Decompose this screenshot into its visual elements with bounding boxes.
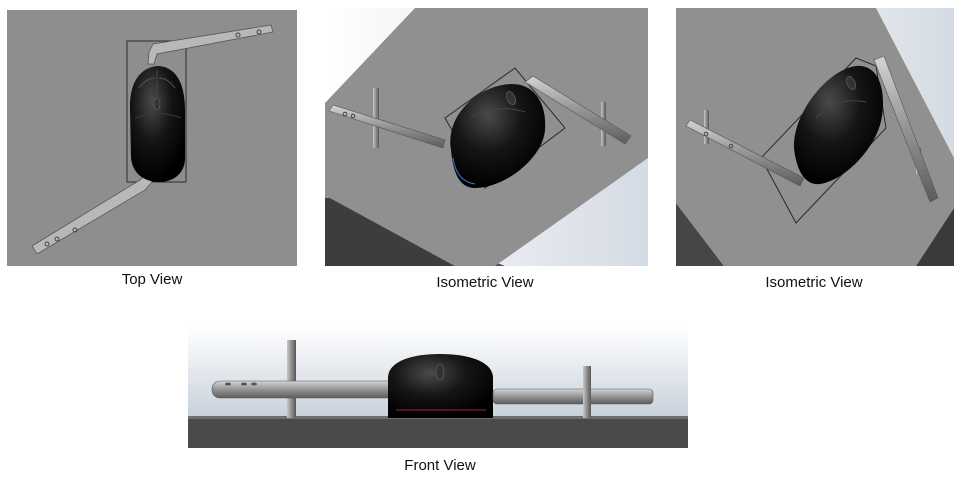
mouse-iso-1	[450, 83, 546, 188]
isometric-view-render-2	[676, 8, 954, 266]
left-post	[373, 88, 379, 148]
isometric-view-render-1	[325, 8, 648, 266]
isometric-view-caption-2: Isometric View	[765, 274, 863, 291]
left-post	[704, 110, 709, 144]
mouse-front	[388, 354, 493, 418]
left-post	[287, 340, 296, 418]
front-view-caption: Front View	[404, 457, 476, 474]
mouse-outline-box	[126, 40, 187, 183]
left-pipe	[328, 104, 446, 149]
isometric-view-caption-1: Isometric View	[436, 274, 534, 291]
base-plate-front	[188, 418, 688, 448]
upper-pipe	[147, 24, 274, 65]
right-pipe	[873, 55, 939, 203]
left-pipe	[685, 119, 805, 187]
front-view-render	[188, 326, 688, 448]
right-pipe	[524, 75, 632, 145]
mouse-top	[129, 66, 185, 182]
mouse-iso-2	[793, 65, 883, 185]
right-post	[583, 366, 591, 418]
left-pipe	[211, 380, 403, 399]
lower-pipe	[31, 172, 153, 255]
right-pipe	[492, 388, 654, 405]
top-view-caption: Top View	[121, 271, 183, 288]
top-view-render	[7, 10, 297, 266]
